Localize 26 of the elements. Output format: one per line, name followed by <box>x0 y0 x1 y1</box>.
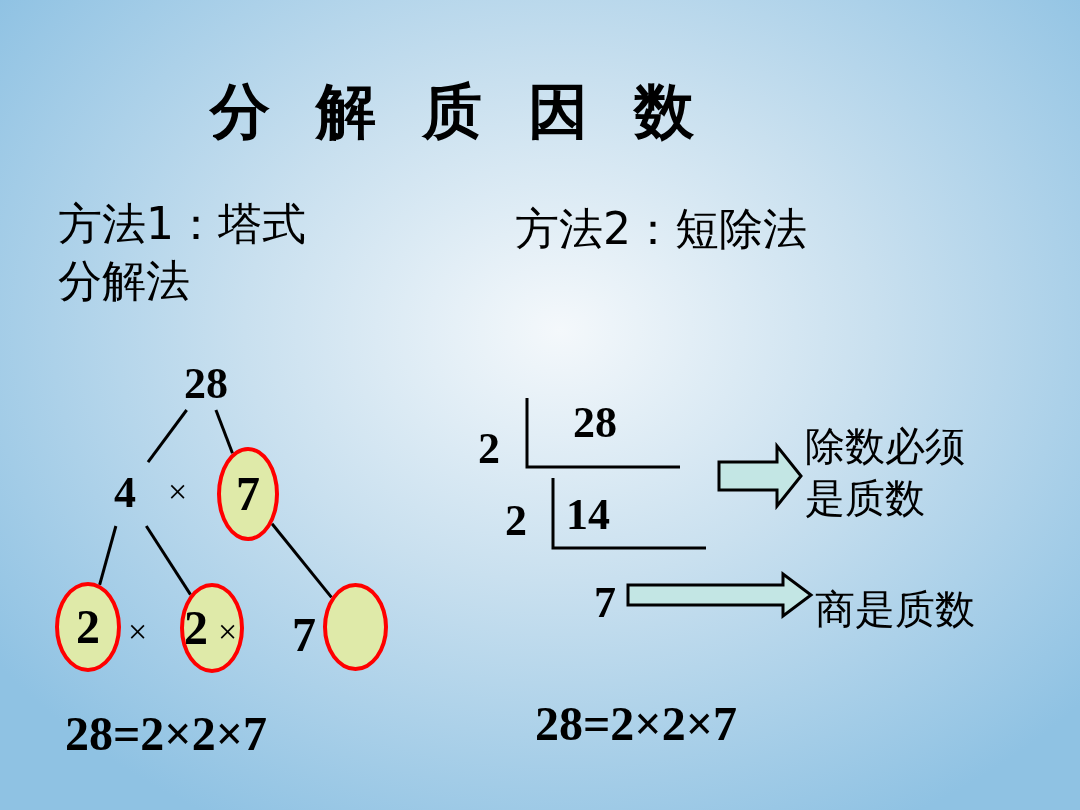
connector-line <box>145 525 192 596</box>
divisor: 2 <box>505 495 527 547</box>
circled-number: 2 <box>55 582 121 672</box>
circled-number: 7 <box>217 447 279 541</box>
dividend: 14 <box>566 489 610 541</box>
multiply-sign: × <box>168 472 188 512</box>
multiply-sign: × <box>218 612 238 652</box>
title: 分解质因数 <box>210 75 740 148</box>
connector-line <box>214 409 234 454</box>
multiply-sign: × <box>128 612 148 652</box>
block-arrow <box>717 441 803 511</box>
equation: 28=2×2×7 <box>535 696 738 752</box>
number: 28 <box>180 362 232 406</box>
method-heading: 方法2：短除法 <box>515 202 807 256</box>
connector-line <box>98 525 118 586</box>
dividend: 28 <box>573 397 617 449</box>
equation: 28=2×2×7 <box>65 706 268 762</box>
number: 4 <box>110 470 140 516</box>
connector-line <box>146 409 188 463</box>
note-text: 商是质数 <box>815 583 1005 633</box>
number: 7 <box>292 607 316 663</box>
block-arrow <box>626 571 814 619</box>
divisor: 2 <box>478 423 500 475</box>
method-heading: 方法1：塔式分解法 <box>58 197 307 309</box>
note-text: 除数必须是质数 <box>805 420 977 526</box>
number: 7 <box>592 580 618 626</box>
